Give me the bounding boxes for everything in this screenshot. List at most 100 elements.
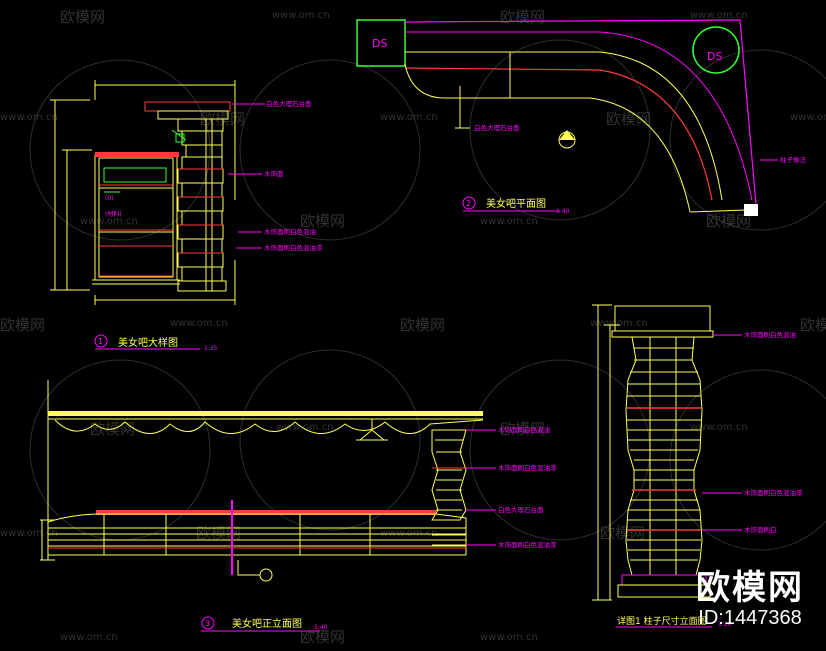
- watermark-badge: 欧模网 ID:1447368: [696, 569, 804, 629]
- annotation-front-4: 木饰面刷白色混油漆: [498, 540, 557, 549]
- front-elevation-counter-body: [47, 513, 467, 556]
- annotation-front-2: 木饰面刷白色混油漆: [498, 463, 557, 472]
- column-detail-view: 木饰面刷白色混油 木饰面刷白色混油漆 木饰面刷白 详图1 柱子尺寸立面图 1:1…: [592, 304, 803, 628]
- plan-scale: 1:40: [556, 208, 570, 215]
- column-detail-red-bands: [627, 407, 701, 531]
- front-elevation-marker: [201, 616, 215, 630]
- front-elevation-scale: 1:40: [314, 624, 328, 631]
- watermark-site: www.om.cn: [80, 216, 138, 227]
- watermark-brand: 欧模网: [400, 316, 445, 334]
- watermark-site: www.om.cn: [690, 422, 748, 433]
- watermark-brand: 欧模网: [600, 524, 645, 542]
- annotation-col-2: 木饰面刷白色混油漆: [744, 488, 803, 497]
- annotation-front-1: 木饰面刷白色混油: [498, 425, 550, 434]
- watermark-site: www.om.cn: [480, 216, 538, 227]
- front-elevation-counter-top: [96, 510, 436, 515]
- badge-id: ID:1447368: [698, 607, 802, 629]
- plan-magenta-outline-inner: [405, 31, 753, 201]
- plan-counter-end: [689, 209, 746, 213]
- watermark-brand: 欧模网: [606, 110, 651, 128]
- watermark-brand: 欧模网: [60, 8, 105, 26]
- front-elevation-title: 美女吧正立面图: [232, 617, 302, 630]
- front-elevation-pendant-light: [356, 419, 388, 441]
- side-section-marker-number: 1: [98, 337, 103, 346]
- side-section-column: [177, 118, 227, 292]
- front-elevation-valance: [54, 419, 484, 434]
- watermark-brand: 欧模网: [300, 628, 345, 646]
- front-elevation-counter-panels: [48, 514, 466, 555]
- front-elevation-section-marker: [259, 568, 273, 582]
- front-elevation-marker-number: 3: [205, 619, 210, 628]
- watermark-brand: 欧模网: [300, 212, 345, 230]
- side-section-shelves: [99, 184, 173, 277]
- watermark-site: www.om.cn: [790, 112, 826, 123]
- plan-marker: [462, 196, 476, 210]
- annotation-col-3: 木饰面刷白: [744, 525, 777, 534]
- watermark-site: www.om.cn: [60, 632, 118, 643]
- plan-view: DS DS 白色大理石台面 柱子做法 2 美女吧平面图 1:40: [356, 19, 807, 216]
- column-detail-plinth: [621, 574, 707, 586]
- watermark-brand: 欧模网: [500, 420, 545, 438]
- annotation-front-3: 白色大理石台面: [498, 505, 544, 514]
- annotation-side-2: 木饰面: [264, 169, 284, 178]
- watermark-site: www.om.cn: [480, 632, 538, 643]
- watermark-site: www.om.cn: [170, 318, 228, 329]
- plan-counter-inner: [404, 63, 691, 213]
- annotation-col-1: 木饰面刷白色混油: [744, 330, 796, 339]
- watermark-site: www.om.cn: [0, 528, 58, 539]
- side-section-green-marks: [104, 129, 187, 193]
- side-section-title: 美女吧大样图: [118, 336, 178, 349]
- column-detail-capital-base: [611, 330, 714, 338]
- annotation-side-1: 白色大理石台面: [266, 99, 312, 108]
- watermark-site: www.om.cn: [276, 422, 334, 433]
- watermark-site: www.om.cn: [0, 112, 58, 123]
- watermark-texts: 欧模网 www.om.cn 欧模网 www.om.cn www.om.cn 欧模…: [0, 8, 826, 646]
- side-section-view: 白色大理石台面 木饰面 木饰面刷白色混油 木饰面刷白色混油漆 (0) (材料) …: [50, 80, 323, 352]
- annotation-side-small-1: (0): [105, 195, 114, 202]
- front-elevation-view: 木饰面刷白色混油 木饰面刷白色混油漆 白色大理石台面 木饰面刷白色混油漆 3 美…: [40, 380, 557, 632]
- watermark-brand: 欧模网: [196, 524, 241, 542]
- plan-section-arrow: [559, 130, 575, 140]
- column-detail-dimensions: [592, 304, 620, 601]
- side-section-dimensions: [50, 80, 236, 305]
- column-detail-scale: 1:10: [718, 621, 732, 628]
- plan-magenta-outline: [404, 19, 757, 206]
- badge-brand: 欧模网: [696, 569, 804, 607]
- plan-ds-box: [356, 19, 406, 67]
- column-detail-rings: [627, 337, 701, 575]
- watermark-brand: 欧模网: [800, 316, 826, 334]
- annotation-side-3: 木饰面刷白色混油: [264, 227, 316, 236]
- side-section-drawer: [103, 167, 167, 183]
- watermark-brand: 欧模网: [500, 8, 545, 26]
- column-detail-leaders: [702, 334, 742, 531]
- plan-ds-label-left: DS: [372, 37, 387, 50]
- watermark-site: www.om.cn: [590, 318, 648, 329]
- side-section-counter-top: [95, 152, 179, 157]
- watermark-site: www.om.cn: [380, 112, 438, 123]
- plan-ds-label-right: DS: [707, 50, 722, 63]
- side-section-leaders: [228, 103, 265, 249]
- annotation-plan-2: 柱子做法: [780, 155, 807, 164]
- side-section-scale: 1:25: [204, 345, 218, 352]
- annotation-plan-1: 白色大理石台面: [474, 123, 520, 132]
- plan-title: 美女吧平面图: [486, 197, 546, 210]
- plan-dimensions: [455, 52, 511, 129]
- front-elevation-section-leader: [237, 560, 260, 576]
- annotation-side-4: 木饰面刷白色混油漆: [264, 243, 323, 252]
- column-detail-base: [617, 584, 711, 598]
- watermark-brand: 欧模网: [0, 316, 45, 334]
- front-elevation-leaders: [466, 429, 496, 546]
- watermark-site: www.om.cn: [272, 10, 330, 21]
- front-elevation-column: [431, 429, 467, 556]
- front-elevation-ceiling-band: [48, 411, 483, 416]
- watermark-brand: 欧模网: [706, 212, 751, 230]
- side-section-column-rings: [178, 168, 223, 254]
- plan-column-block: [744, 204, 758, 216]
- watermark-site: www.om.cn: [690, 10, 748, 21]
- column-detail-title: 详图1 柱子尺寸立面图: [617, 615, 707, 627]
- plan-marker-number: 2: [466, 199, 471, 208]
- side-section-marker: [94, 334, 108, 348]
- plan-column-circle: [692, 26, 740, 74]
- plan-counter-outer: [405, 51, 723, 201]
